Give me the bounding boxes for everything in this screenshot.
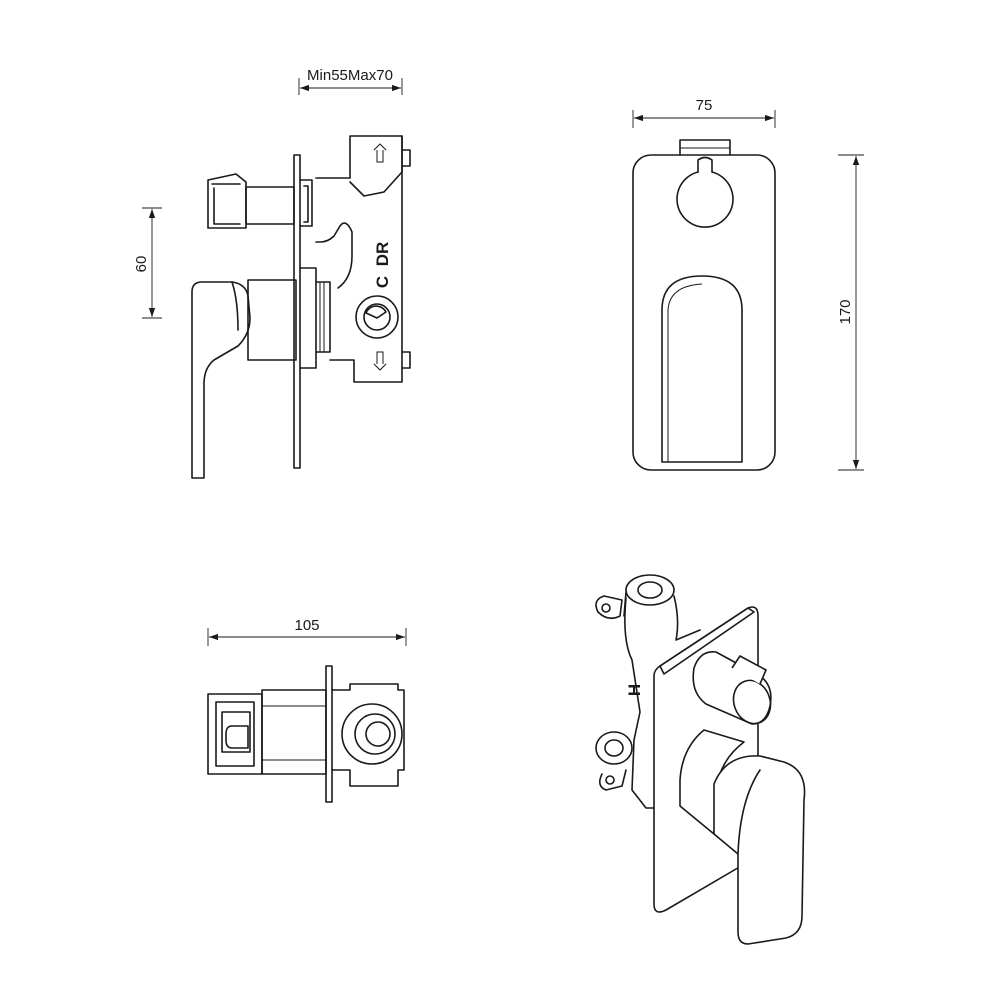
top-view: 105 [207,617,407,803]
mixer-handle-iso [679,729,806,945]
hot-marking-iso: H [625,684,644,696]
diverter-knob-iso [692,651,772,725]
valve-body-side: C DR [315,135,411,383]
body-depth-label: 105 [294,617,319,634]
diverter-knob-side [207,173,313,229]
body-depth-dimension: 105 [207,617,407,646]
plate-width-label: 75 [696,97,713,114]
valve-body-top [331,683,405,787]
isometric-view: H [595,574,806,945]
wall-plate-top [325,665,333,803]
front-view: 75 170 [632,97,864,471]
plate-width-dimension: 75 [632,97,776,128]
cold-marking-side: C [373,276,392,288]
diverter-knob-front [676,156,734,228]
mixer-handle-side [191,267,331,479]
depth-range-label: Min55Max70 [307,67,393,84]
wall-plate-side [293,154,301,469]
height-offset-dimension: 60 [133,207,162,319]
side-view: Min55Max70 60 [133,67,411,479]
mixer-handle-front [661,275,743,463]
plate-height-label: 170 [837,299,854,324]
height-offset-label: 60 [133,256,150,273]
face-plate-front [632,154,776,471]
valve-body-iso: H [595,574,701,809]
depth-dimension: Min55Max70 [298,67,403,95]
diverter-marking-side: DR [373,242,392,267]
plate-height-dimension: 170 [837,154,864,471]
mixer-handle-top [207,689,327,775]
